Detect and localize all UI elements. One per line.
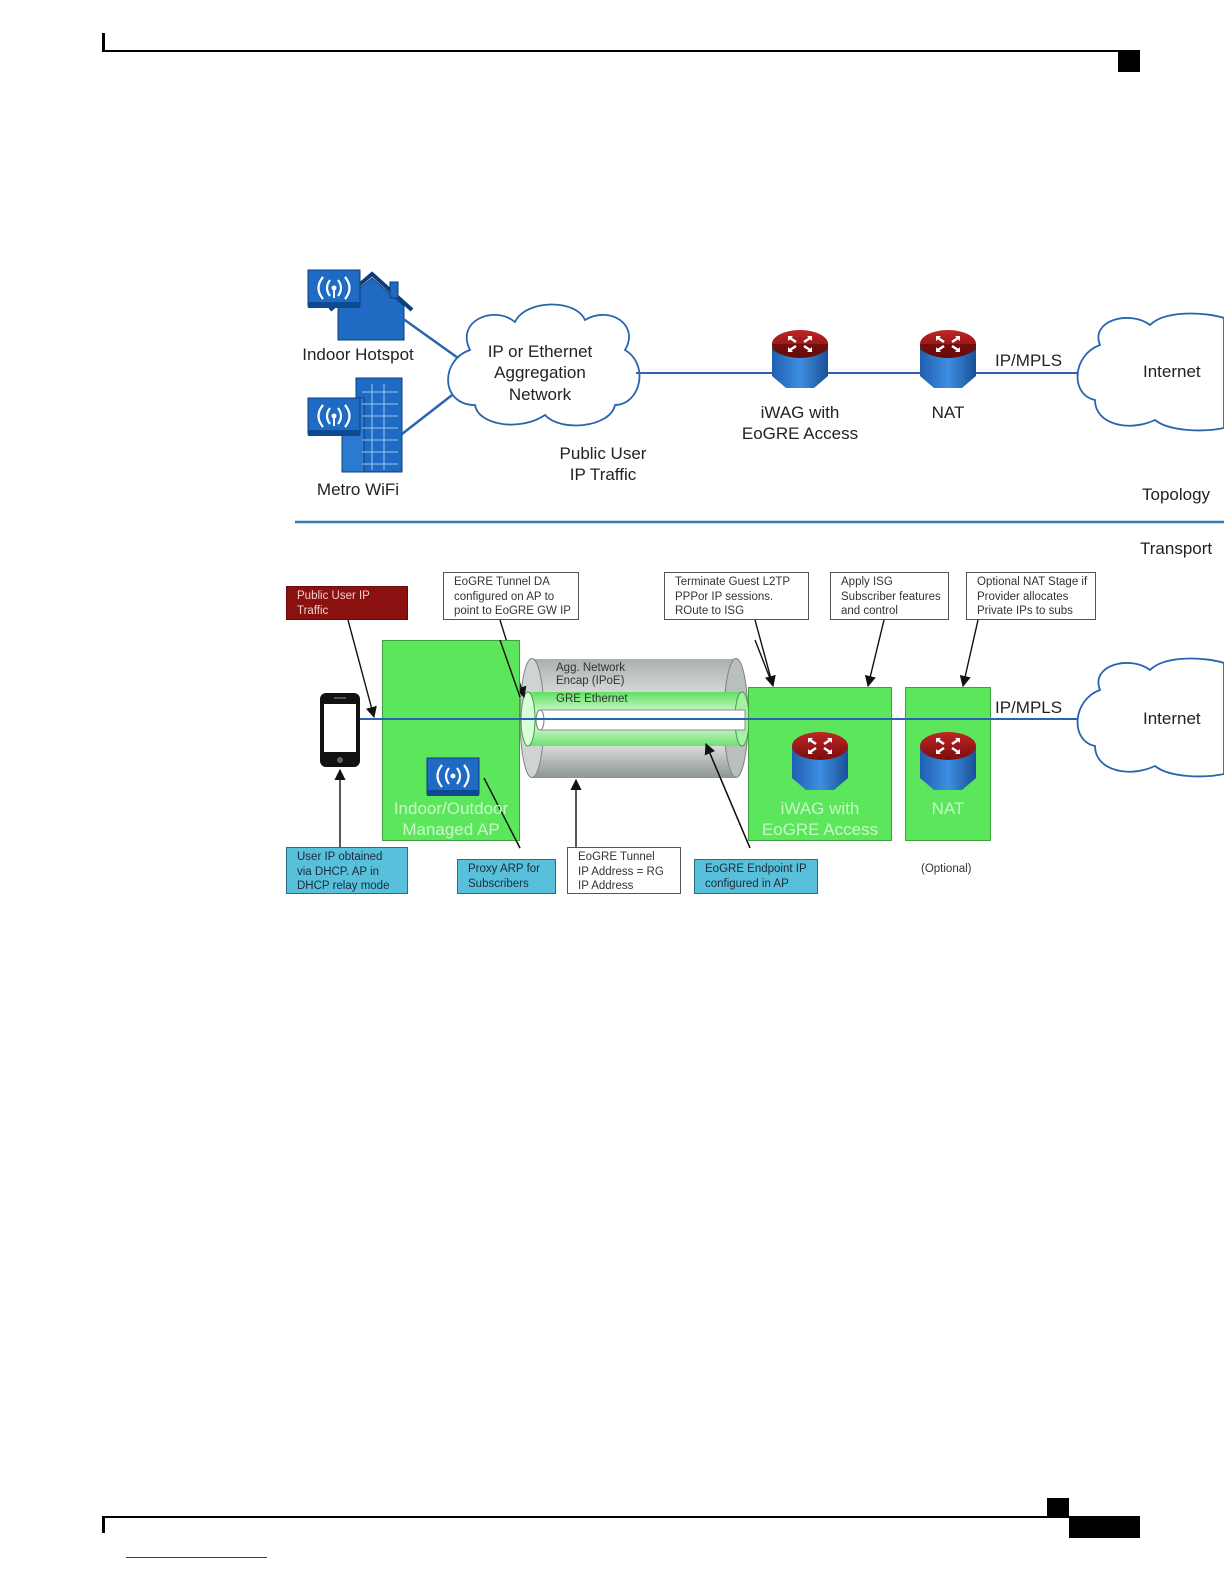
agg-encap-label-2: Encap (IPoE) (556, 675, 625, 687)
iwag-label-2: EoGRE Access (741, 424, 859, 443)
agg-network-label-1: IP or Ethernet (487, 342, 593, 361)
iwag-transport-label-2: EoGRE Access (761, 820, 879, 839)
iwag-router-icon (770, 328, 830, 390)
footer-tick (102, 1517, 105, 1533)
iwag-label-1: iWAG with (760, 403, 840, 422)
note-proxy-arp: Proxy ARP for Subscribers (457, 859, 556, 894)
note-tunnel-da: EoGRE Tunnel DA configured on AP to poin… (443, 572, 579, 620)
gre-ethernet-label: GRE Ethernet (556, 693, 628, 705)
smartphone-icon (320, 693, 360, 767)
topology-section-label: Topology (1142, 485, 1211, 504)
metro-wifi-label: Metro WiFi (316, 480, 400, 499)
internet-label: Internet (1143, 362, 1201, 381)
note-user-ip: User IP obtained via DHCP. AP in DHCP re… (286, 847, 408, 894)
note-terminate-l2tp: Terminate Guest L2TP PPPor IP sessions. … (664, 572, 809, 620)
ipmpls-transport-label: IP/MPLS (995, 698, 1063, 717)
public-traffic-note: Public User IP Traffic (286, 586, 408, 620)
aggregation-cloud (447, 303, 641, 427)
transport-section-label: Transport (1140, 539, 1213, 558)
header-rule (102, 50, 1140, 52)
nat-transport-label: NAT (931, 799, 965, 818)
agg-network-label-2: Aggregation (494, 363, 586, 382)
footer-marker (1047, 1498, 1069, 1518)
header-marker (1118, 52, 1140, 72)
managed-ap-label-1: Indoor/Outdoor (393, 799, 509, 818)
indoor-hotspot-icon (306, 268, 414, 341)
iwag-transport-label-1: iWAG with (780, 799, 860, 818)
managed-ap-label-2: Managed AP (402, 820, 500, 839)
note-tunnel-ip: EoGRE Tunnel IP Address = RG IP Address (567, 847, 681, 894)
nat-router-icon (918, 328, 978, 390)
internet-cloud (1076, 312, 1224, 432)
agg-encap-label-1: Agg. Network (556, 662, 626, 674)
note-endpoint-ip: EoGRE Endpoint IP configured in AP (694, 859, 818, 894)
public-traffic-label-1: Public User (559, 444, 647, 463)
public-traffic-label-2: IP Traffic (569, 465, 637, 484)
note-apply-isg: Apply ISG Subscriber features and contro… (830, 572, 949, 620)
agg-network-label-3: Network (508, 385, 572, 404)
header-tick (102, 33, 105, 51)
ipmpls-label: IP/MPLS (995, 351, 1063, 370)
internet-cloud-transport (1076, 657, 1224, 778)
internet-transport-label: Internet (1143, 709, 1201, 728)
nat-label: NAT (931, 403, 965, 422)
footer-link-underline[interactable] (126, 1557, 267, 1558)
note-optional-nat: Optional NAT Stage if Provider allocates… (966, 572, 1096, 620)
footer-rule (102, 1516, 1140, 1518)
optional-label: (Optional) (921, 863, 972, 875)
metro-wifi-icon (306, 377, 403, 473)
footer-page-tab (1069, 1518, 1140, 1538)
indoor-hotspot-label: Indoor Hotspot (302, 345, 414, 364)
